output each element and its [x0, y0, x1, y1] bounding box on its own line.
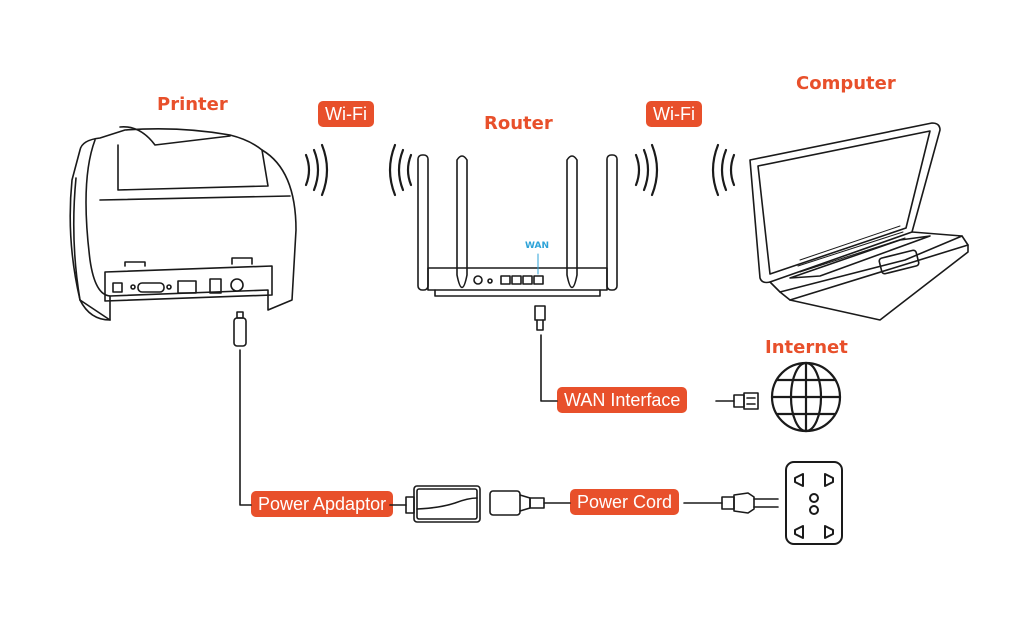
- power-cord-tag: Power Cord: [570, 489, 680, 515]
- wan-port-label: WAN: [525, 241, 550, 251]
- wifi-signal-icon: [634, 143, 736, 197]
- iec-connector-icon: [489, 490, 545, 516]
- printer-title: Printer: [157, 94, 228, 115]
- internet-title: Internet: [765, 337, 848, 358]
- printer-power-plug-icon: [233, 311, 247, 347]
- printer-power-cable: [239, 349, 252, 506]
- router-ethernet-plug-icon: [534, 305, 546, 331]
- wan-interface-tag: WAN Interface: [557, 387, 688, 413]
- cables: [239, 334, 735, 506]
- router-title: Router: [484, 113, 553, 134]
- printer-icon: [69, 126, 297, 321]
- wifi-tag-right: Wi-Fi: [646, 101, 702, 127]
- computer-title: Computer: [796, 73, 896, 94]
- power-plug-icon: [721, 492, 779, 514]
- power-outlet-icon: [785, 461, 843, 545]
- wifi-signal-icon: [304, 143, 413, 197]
- wifi-tag-left: Wi-Fi: [318, 101, 374, 127]
- power-adaptor-tag: Power Apdaptor: [251, 491, 394, 517]
- globe-icon: [770, 361, 842, 433]
- router-icon: [417, 154, 618, 297]
- wan-cable: [540, 334, 558, 402]
- ethernet-plug-icon: [733, 392, 759, 410]
- laptop-icon: [749, 122, 969, 321]
- power-brick-icon: [405, 485, 481, 523]
